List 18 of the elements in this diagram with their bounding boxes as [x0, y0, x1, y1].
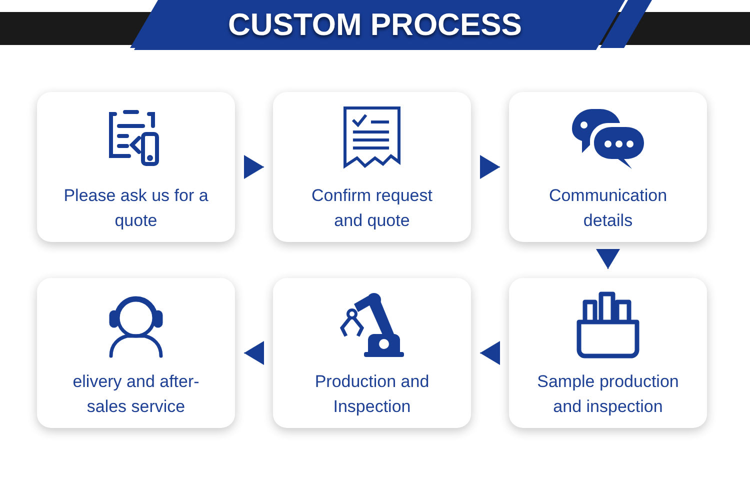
step-label: Confirm request and quote [310, 185, 434, 232]
arrow [244, 155, 264, 179]
step-card [509, 92, 707, 242]
step-label: Communication details [548, 185, 668, 232]
step-label: elivery and after-sales service [72, 371, 200, 418]
step-card [273, 92, 471, 242]
step-label: Production and Inspection [314, 371, 430, 418]
step-card [37, 92, 235, 242]
step-label: Please ask us for a quote [62, 185, 210, 232]
step-card [37, 278, 235, 428]
arrow [480, 155, 500, 179]
arrow [480, 341, 500, 365]
step-label: Sample production and inspection [536, 371, 680, 418]
title: CUSTOM PROCESS [228, 6, 522, 44]
arrow [596, 249, 620, 270]
step-card [273, 278, 471, 428]
step-card [509, 278, 707, 428]
arrow [244, 341, 264, 365]
